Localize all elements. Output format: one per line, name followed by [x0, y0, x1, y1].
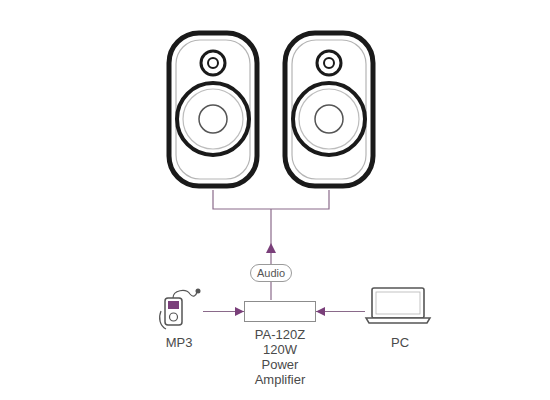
signal-arrow	[203, 311, 244, 312]
player-body	[165, 298, 182, 325]
speaker-illustration	[169, 33, 257, 186]
node-label: MP3	[155, 335, 203, 350]
woofer-cap	[199, 105, 227, 133]
tweeter	[201, 51, 225, 75]
tweeter	[317, 51, 341, 75]
source-device: PC	[365, 284, 435, 350]
laptop-display	[376, 292, 420, 314]
earphone-cable	[173, 291, 197, 298]
woofer-surround	[183, 89, 243, 149]
mp3-player-icon	[160, 289, 201, 330]
speaker-illustration	[285, 33, 373, 186]
signal-label: Audio	[250, 264, 292, 282]
arrow-head	[266, 243, 276, 253]
node-label: PA-120Z 120W Power Amplifier	[245, 327, 315, 387]
amplifier-box: PA-120Z 120W Power Amplifier	[244, 301, 316, 322]
laptop-screen	[372, 288, 424, 318]
speaker-bezel	[292, 40, 366, 179]
woofer	[177, 83, 249, 155]
laptop-icon	[366, 288, 430, 323]
woofer	[293, 83, 365, 155]
source-device: MP3	[155, 292, 203, 350]
player-wheel	[170, 313, 178, 321]
audio-wire	[270, 209, 271, 300]
speaker-cabinet	[169, 33, 257, 186]
speaker-cabinet	[285, 33, 373, 186]
signal-arrow	[316, 311, 365, 312]
woofer-surround	[299, 89, 359, 149]
player-screen	[168, 301, 179, 309]
speaker-bezel	[176, 40, 250, 179]
hand-outline	[160, 311, 166, 329]
speaker-wire	[213, 190, 329, 209]
node-label: PC	[365, 335, 435, 350]
woofer-cap	[315, 105, 343, 133]
tweeter-dome	[208, 58, 218, 68]
laptop-base	[366, 318, 430, 323]
tweeter-dome	[324, 58, 334, 68]
earbud	[196, 289, 201, 294]
